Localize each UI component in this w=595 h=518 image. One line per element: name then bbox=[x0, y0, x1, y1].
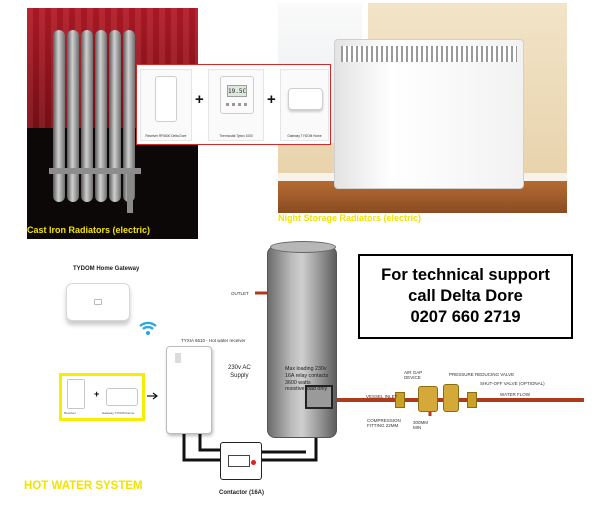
plus-sign: + bbox=[94, 389, 100, 399]
small-receiver-caption: Receiver bbox=[64, 411, 76, 415]
hot-water-receiver-icon bbox=[166, 346, 212, 434]
radiator-fin bbox=[81, 30, 93, 202]
contactor-indicator-icon bbox=[251, 460, 256, 465]
gateway-product: Gateway TYDOM Home bbox=[280, 69, 329, 141]
support-line-1: For technical support bbox=[381, 266, 550, 284]
pressure-valve-label: PRESSURE REDUCING VALVE bbox=[449, 372, 515, 377]
thermostat-icon: 19.5C bbox=[220, 76, 254, 114]
supply-label: 230v AC Supply bbox=[228, 365, 251, 379]
support-phone: 0207 660 2719 bbox=[410, 308, 521, 326]
heater-grille bbox=[341, 46, 517, 62]
small-gateway-caption: Gateway TYDOM Home bbox=[102, 411, 135, 415]
hot-water-cylinder bbox=[267, 241, 337, 438]
water-flow-label: WATER FLOW bbox=[500, 392, 530, 397]
immersion-heater-box bbox=[305, 385, 333, 409]
radiator-fin bbox=[123, 30, 135, 202]
receiver-product: Receiver RF6600 Delta Dore bbox=[140, 69, 192, 141]
air-gap-label: AIR GAP DEVICE bbox=[404, 370, 423, 380]
shut-off-valve-icon bbox=[467, 392, 477, 408]
storage-heater bbox=[334, 39, 524, 189]
thermostat-caption: Thermostat Tybox 1000 bbox=[219, 134, 253, 138]
radiator-valve-pipe bbox=[127, 173, 133, 213]
cast-iron-label: Cast Iron Radiators (electric) bbox=[27, 225, 151, 235]
compression-fitting-icon bbox=[395, 392, 405, 408]
kit-highlight-box: + Receiver Gateway TYDOM Home bbox=[59, 373, 145, 421]
radiator-fin bbox=[53, 30, 65, 202]
min-length-label: 300MM MIN bbox=[413, 420, 429, 430]
shut-off-label: SHUT-OFF VALVE (OPTIONAL) bbox=[480, 381, 545, 386]
storage-heater-label: Night Storage Radiators (electric) bbox=[278, 213, 422, 223]
plus-sign: + bbox=[195, 91, 204, 108]
gateway-label: TYDOM Home Gateway bbox=[73, 266, 140, 272]
small-receiver-icon bbox=[67, 379, 85, 409]
gateway-logo-icon bbox=[94, 299, 102, 305]
small-gateway-icon bbox=[106, 388, 138, 406]
radiator-base-pipe bbox=[49, 168, 141, 174]
arrow-right-icon bbox=[147, 392, 158, 400]
support-line-2: call Delta Dore bbox=[408, 287, 523, 305]
radiator-fin bbox=[95, 30, 107, 202]
contactor-switch-icon bbox=[228, 455, 250, 467]
receiver-antenna-icon bbox=[175, 353, 181, 363]
contactor-label: Contactor (16A) bbox=[219, 490, 265, 496]
receiver-label: TYXIA 6610 - Hot water receiver bbox=[181, 338, 246, 343]
radiator-fin bbox=[109, 30, 121, 202]
outlet-label: OUTLET bbox=[231, 291, 249, 296]
technical-support-box: For technical support call Delta Dore 02… bbox=[358, 254, 573, 339]
wifi-icon bbox=[139, 321, 157, 335]
pressure-reducing-valve-icon bbox=[443, 384, 459, 412]
radiator-fin bbox=[67, 30, 79, 202]
hot-water-system-label: HOT WATER SYSTEM bbox=[24, 480, 143, 492]
gateway-caption: Gateway TYDOM Home bbox=[287, 134, 322, 138]
vessel-inlet-label: VESSEL INLET bbox=[366, 394, 398, 399]
products-inset: Receiver RF6600 Delta Dore + 19.5C Therm… bbox=[136, 64, 331, 145]
compression-fitting-label: COMPRESSION FITTING 22MM bbox=[367, 418, 401, 428]
tydom-gateway-icon bbox=[66, 283, 130, 321]
thermostat-display: 19.5C bbox=[227, 85, 247, 97]
thermostat-buttons bbox=[226, 103, 250, 106]
receiver-caption: Receiver RF6600 Delta Dore bbox=[145, 134, 187, 138]
receiver-icon bbox=[155, 76, 177, 122]
plus-sign: + bbox=[267, 91, 276, 108]
contactor-icon bbox=[220, 442, 262, 480]
max-loading-label: Max loading 230v 16A relay contacts 3600… bbox=[285, 366, 329, 393]
gateway-icon bbox=[288, 88, 323, 110]
air-gap-device-icon bbox=[418, 386, 438, 412]
thermostat-product: 19.5C Thermostat Tybox 1000 bbox=[208, 69, 264, 141]
